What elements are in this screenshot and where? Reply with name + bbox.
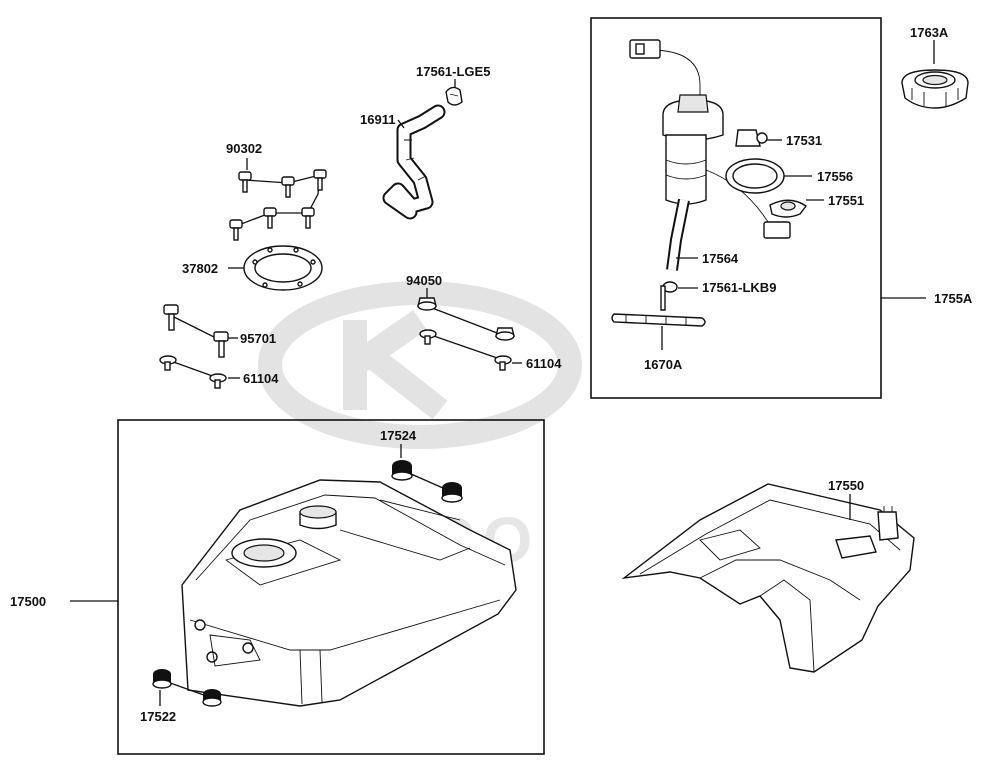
- part-label-16911: 16911: [360, 112, 395, 127]
- part-label-17500: 17500: [10, 594, 46, 609]
- part-label-95701: 95701: [240, 331, 276, 346]
- mount-bolt-icon: [163, 304, 229, 358]
- part-label-17550: 17550: [828, 478, 864, 493]
- o-ring-icon: [725, 158, 785, 194]
- part-label-1763A: 1763A: [910, 25, 949, 40]
- part-label-17522: 17522: [140, 709, 176, 724]
- fuel-pump-icon: [629, 39, 791, 271]
- bolt-set-icon: [229, 169, 327, 241]
- retainer-plate-icon: [769, 199, 807, 218]
- part-label-17561-LGE5: 17561-LGE5: [416, 64, 490, 79]
- tank-cover-icon: [621, 483, 915, 673]
- part-label-61104-left: 61104: [243, 371, 279, 386]
- part-label-17551: 17551: [828, 193, 864, 208]
- part-label-17561-LKB9: 17561-LKB9: [702, 280, 776, 295]
- fuel-tank-icon: [181, 479, 517, 707]
- nut-set-icon: [417, 297, 515, 341]
- part-label-17524: 17524: [380, 428, 417, 443]
- part-label-17556: 17556: [817, 169, 853, 184]
- tank-assembly-box: [117, 419, 545, 755]
- washer-left-icon: [159, 355, 227, 389]
- part-label-61104-mid: 61104: [526, 356, 562, 371]
- fuel-cap-icon: [901, 69, 969, 109]
- part-label-1755A: 1755A: [934, 291, 973, 306]
- fuel-filter-icon: [611, 285, 706, 327]
- pump-assembly-box: [590, 17, 882, 399]
- part-label-17564: 17564: [702, 251, 739, 266]
- part-label-17531: 17531: [786, 133, 822, 148]
- part-label-90302: 90302: [226, 141, 262, 156]
- part-label-37802: 37802: [182, 261, 218, 276]
- grommet-lower-icon: [152, 669, 222, 707]
- pressure-sensor-icon: [735, 129, 768, 147]
- gasket-icon: [243, 245, 323, 291]
- washer-mid-icon: [419, 329, 512, 371]
- hose-clamp-icon: [445, 86, 463, 106]
- part-label-94050: 94050: [406, 273, 442, 288]
- part-label-1670A: 1670A: [644, 357, 683, 372]
- grommet-upper-icon: [391, 460, 463, 503]
- vent-hose-icon: [382, 104, 446, 220]
